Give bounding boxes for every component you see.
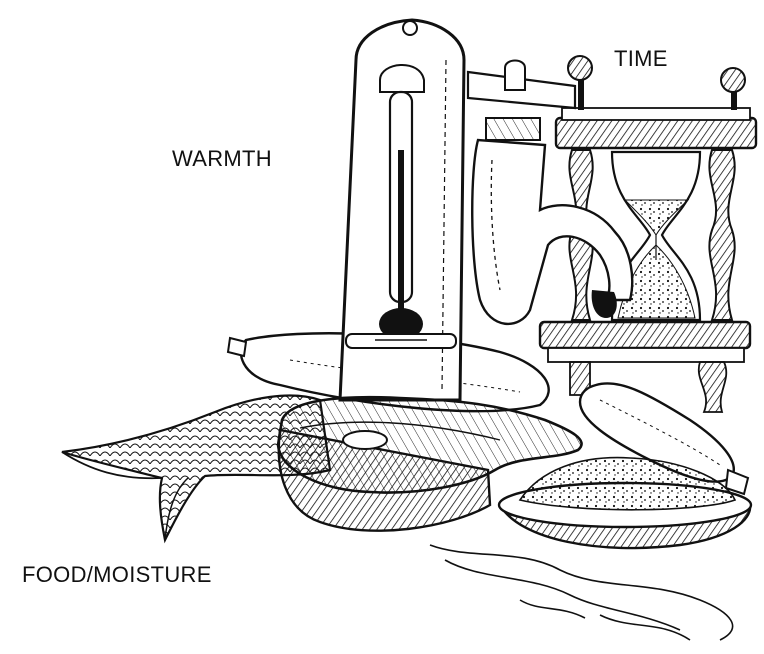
thermometer-icon bbox=[340, 20, 464, 400]
warmth-label: WARMTH bbox=[172, 146, 272, 172]
time-label: TIME bbox=[614, 46, 668, 72]
food-moisture-label: FOOD/MOISTURE bbox=[22, 562, 212, 588]
water-puddle-icon bbox=[430, 545, 733, 640]
faucet-icon bbox=[468, 61, 632, 324]
